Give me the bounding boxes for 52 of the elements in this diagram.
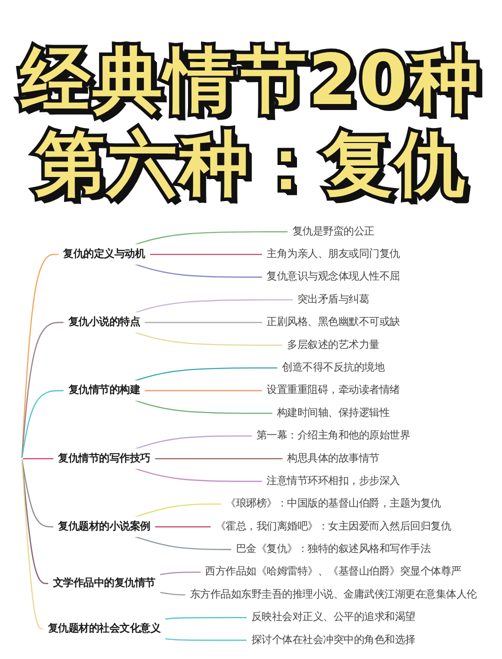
- connector: [21, 460, 54, 528]
- node-text: 《琅琊榜》：中国版的基督山伯爵，主题为复仇: [226, 498, 441, 510]
- connector: [134, 400, 273, 414]
- connector: [164, 638, 247, 641]
- node-text: 主角为亲人、朋友或同门复仇: [266, 248, 400, 260]
- node-text: 多层叙述的艺术力量: [287, 338, 380, 351]
- connector: [134, 536, 232, 550]
- node-text: 复仇题材的小说案例: [58, 520, 150, 532]
- node-text: 巴金《复仇》：独特的叙述风格和写作手法: [236, 543, 431, 555]
- connector: [134, 231, 288, 246]
- node-text: 构建时间轴、保持逻辑性: [276, 407, 390, 419]
- connector: [21, 460, 49, 584]
- node-text: 复仇题材的社会文化意义: [48, 622, 161, 634]
- connector: [160, 572, 201, 576]
- connector: [134, 468, 262, 482]
- node-text: 东方作品如东野圭吾的推理小说、金庸武侠江湖更在意集体人伦: [190, 588, 477, 600]
- node-text: 正剧风格、黑色幽默不可或缺: [266, 316, 400, 328]
- connector: [21, 322, 64, 458]
- node-text: 文学作品中的复仇情节: [52, 577, 156, 590]
- connector: [134, 435, 252, 450]
- node-text: 复仇情节的构建: [68, 384, 140, 396]
- connector: [134, 504, 222, 518]
- connector: [134, 332, 283, 346]
- node-text: 设置重重阻碍，牵动读者情绪: [266, 384, 400, 396]
- connector: [154, 526, 212, 528]
- connector: [134, 367, 278, 382]
- connector: [21, 390, 64, 458]
- connector: [154, 458, 283, 460]
- node-text: 第一幕：介绍主角和他的原始世界: [256, 430, 410, 442]
- connector: [164, 616, 247, 620]
- connector: [134, 299, 294, 314]
- connector: [144, 322, 262, 324]
- node-text: 复仇情节的写作技巧: [58, 452, 150, 464]
- connector: [134, 264, 262, 278]
- node-text: 西方作品如《哈姆雷特》、《基督山伯爵》突显个体尊严: [205, 566, 462, 578]
- node-text: 复仇是野蛮的公正: [292, 226, 374, 238]
- connector: [160, 592, 186, 596]
- node-text: 突出矛盾与纠葛: [297, 294, 370, 306]
- node-text: 复仇的定义与动机: [63, 248, 146, 260]
- node-text: 复仇小说的特点: [68, 316, 140, 328]
- connector: [144, 390, 262, 392]
- node-text: 反映社会对正义、公平的追求和渴望: [251, 611, 416, 624]
- node-text: 《霍总，我们离婚吧》：女主因爱而入然后回归复仇: [215, 520, 452, 532]
- connector: [150, 254, 262, 256]
- node-text: 探讨个体在社会冲突中的角色和选择: [251, 634, 416, 646]
- connector: [21, 460, 44, 630]
- title: 经典情节20种第六种：复仇: [18, 38, 483, 206]
- node-text: 复仇意识与观念体现人性不屈: [266, 270, 400, 283]
- connector: [22, 458, 54, 460]
- node-text: 注意情节环环相扣，步步深入: [266, 475, 400, 487]
- node-text: 构思具体的故事情节: [287, 452, 380, 464]
- node-text: 创造不得不反抗的境地: [282, 362, 385, 374]
